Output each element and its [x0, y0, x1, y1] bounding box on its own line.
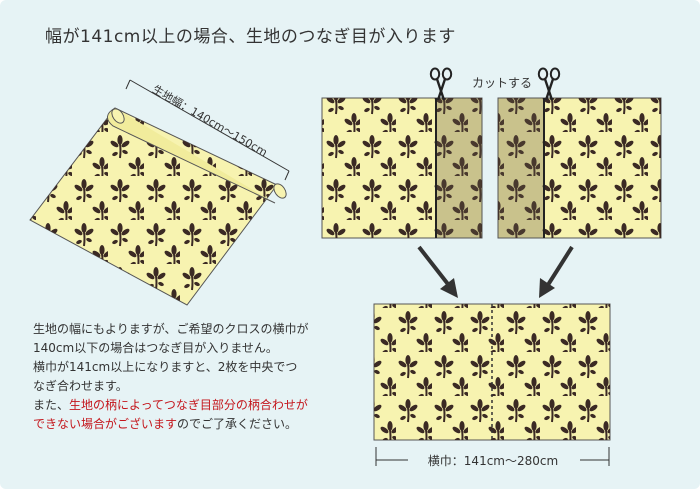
- description-text-normal: のでご了承ください。: [177, 417, 298, 431]
- description-line: 生地の幅にもよりますが、ご希望のクロスの横巾が: [33, 322, 309, 336]
- page-title: 幅が141cm以上の場合、生地のつなぎ目が入ります: [45, 27, 456, 47]
- description-line: できない場合がございますのでご了承ください。: [33, 415, 368, 434]
- description-line: 横巾が141cm以上になりますと、2枚を中央でつ: [33, 360, 298, 374]
- fabric-panel-left: [321, 97, 483, 239]
- width-dimension: [375, 447, 610, 466]
- description-line: なぎ合わせます。: [33, 379, 128, 393]
- description-line: また、生地の柄によってつなぎ目部分の柄合わせが: [33, 396, 368, 415]
- description-warning: 生地の柄によってつなぎ目部分の柄合わせが: [69, 398, 308, 412]
- total-width-label: 横巾：141cm〜280cm: [428, 454, 558, 468]
- description-line: 140cm以下の場合はつなぎ目が入りません。: [33, 341, 278, 355]
- description-text-normal: また、: [33, 398, 70, 412]
- description-warning: できない場合がございます: [33, 417, 178, 431]
- description-text: 生地の幅にもよりますが、ご希望のクロスの横巾が 140cm以下の場合はつなぎ目が…: [33, 320, 368, 434]
- fabric-roll-illustration: [29, 79, 290, 306]
- arrow-down-right-icon: [539, 245, 574, 298]
- cut-label: カットする: [472, 76, 532, 90]
- fabric-panel-right: [497, 97, 662, 239]
- scissors-icon-right: [537, 67, 561, 102]
- joined-fabric-illustration: [373, 303, 611, 441]
- scissors-icon-left: [429, 67, 453, 102]
- arrow-down-left-icon: [417, 245, 458, 298]
